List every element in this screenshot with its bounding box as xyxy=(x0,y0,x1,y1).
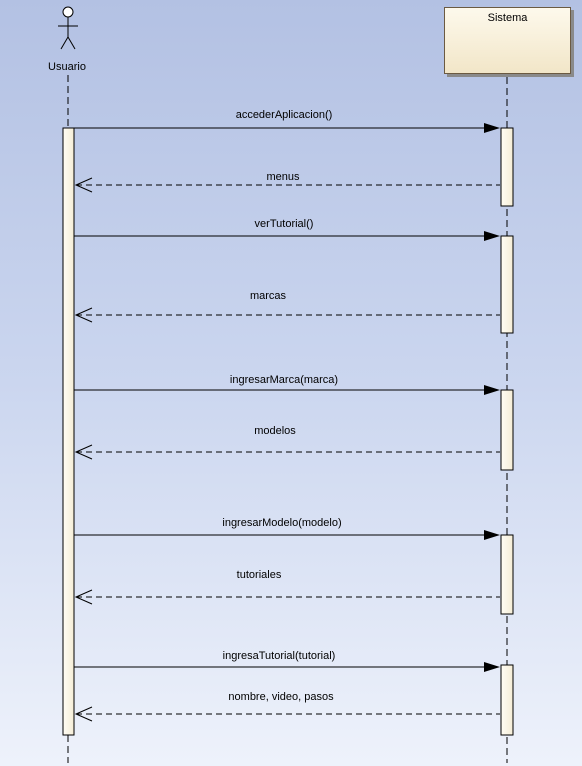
actor-label: Usuario xyxy=(48,61,86,73)
message-arrow-return[interactable] xyxy=(74,444,500,460)
sistema-activation-bar xyxy=(500,534,514,615)
message-label: tutoriales xyxy=(236,569,282,581)
message-label: modelos xyxy=(254,425,296,437)
message-label: ingresarModelo(modelo) xyxy=(222,517,342,529)
message-arrow-call[interactable] xyxy=(74,231,500,241)
message-arrow-return[interactable] xyxy=(74,307,500,323)
usuario-activation-bar xyxy=(62,127,75,736)
message-label: menus xyxy=(266,171,300,183)
message-label: accederAplicacion() xyxy=(235,109,333,121)
sistema-activation-bar xyxy=(500,389,514,471)
message-arrow-return[interactable] xyxy=(74,706,500,722)
message-arrow-return[interactable] xyxy=(74,177,500,193)
message-arrow-call[interactable] xyxy=(74,530,500,540)
message-label: ingresaTutorial(tutorial) xyxy=(222,650,336,662)
sistema-activation-bar xyxy=(500,235,514,334)
message-arrow-return[interactable] xyxy=(74,589,500,605)
message-label: ingresarMarca(marca) xyxy=(229,374,339,386)
actor-stick-figure-icon[interactable] xyxy=(58,6,78,50)
system-lifeline-box[interactable]: Sistema xyxy=(444,7,571,74)
sistema-activation-bar xyxy=(500,127,514,207)
message-arrow-call[interactable] xyxy=(74,662,500,672)
message-arrow-call[interactable] xyxy=(74,123,500,133)
message-label: nombre, video, pasos xyxy=(228,691,334,703)
system-label: Sistema xyxy=(487,12,528,24)
message-label: verTutorial() xyxy=(254,218,314,230)
message-arrow-call[interactable] xyxy=(74,385,500,395)
message-label: marcas xyxy=(249,290,287,302)
sistema-activation-bar xyxy=(500,664,514,736)
